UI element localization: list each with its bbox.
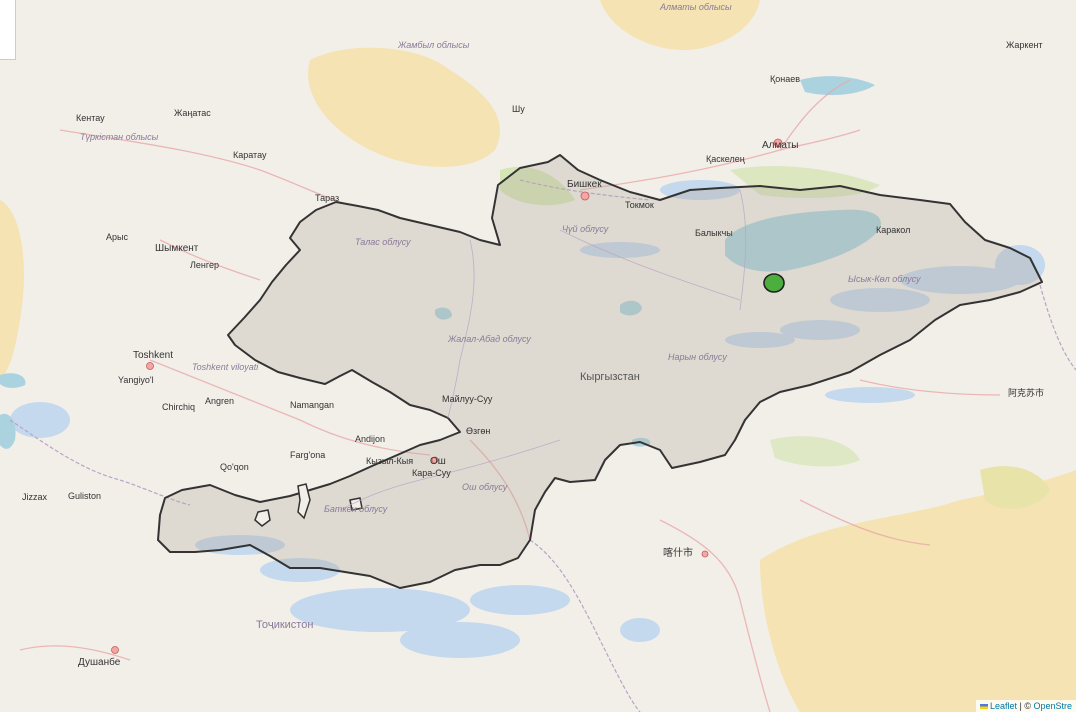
forest-area: [500, 166, 575, 206]
city-label: Шу: [512, 104, 525, 114]
desert-area: [760, 470, 1076, 712]
city-label: Каратау: [233, 150, 267, 160]
city-label: Кызыл-Кыя: [366, 456, 413, 466]
region-label: Нарын облусу: [668, 352, 727, 362]
location-marker[interactable]: [763, 273, 785, 293]
forest-area: [730, 165, 880, 198]
region-label: Жалал-Абад облусу: [447, 334, 531, 344]
city-dots: [111, 138, 783, 654]
city-label: Andijon: [355, 434, 385, 444]
lake-chardara: [0, 373, 26, 388]
osm-link[interactable]: OpenStre: [1033, 701, 1072, 711]
map-attribution: Leaflet | © OpenStre: [975, 700, 1076, 712]
country-borders: [9, 179, 1076, 712]
city-label: Toshkent: [133, 350, 173, 361]
desert-area: [600, 0, 760, 51]
city-label: Қонаев: [770, 74, 800, 84]
city-label: Шымкент: [155, 243, 199, 254]
desert-area: [0, 200, 24, 380]
city-label: Ош: [430, 456, 446, 467]
region-label: Чүй облусу: [562, 224, 609, 234]
lake-toktogul: [435, 307, 452, 320]
kyrgyzstan-boundary[interactable]: [157, 154, 1043, 589]
region-label: Toshkent viloyati: [192, 362, 259, 372]
city-label: Тараз: [315, 193, 339, 203]
city-label: Жаңатас: [174, 108, 211, 118]
city-label: Yangiyo'l: [118, 375, 154, 385]
lake-kapchagay: [800, 76, 875, 96]
city-label: Кара-Суу: [412, 468, 451, 478]
lake-son-kul: [620, 300, 642, 316]
city-label: Жаркент: [1006, 40, 1043, 50]
lake-issyk-kul: [725, 209, 881, 272]
city-label: Angren: [205, 396, 234, 406]
country-label: Кыргызстан: [580, 371, 640, 383]
desert-area: [980, 466, 1050, 509]
city-label: Ленгер: [190, 260, 219, 270]
city-label: Guliston: [68, 491, 101, 501]
city-label: Токмок: [625, 200, 654, 210]
enclaves: [254, 483, 363, 527]
reservoir-west: [0, 413, 16, 449]
forest-area: [770, 436, 860, 467]
attribution-separator: | ©: [1016, 701, 1034, 711]
city-label: Farg'ona: [290, 450, 325, 460]
region-borders: [339, 189, 747, 511]
city-label: Jizzax: [22, 492, 48, 502]
leaflet-link[interactable]: Leaflet: [989, 701, 1017, 711]
city-label: 阿克苏市: [1008, 387, 1044, 398]
ukraine-flag-icon: [979, 704, 988, 710]
region-label: Ош облусу: [462, 482, 508, 492]
roads: [19, 79, 1001, 712]
glacier-areas: [10, 180, 1045, 658]
city-label: Майлуу-Суу: [442, 394, 493, 404]
city-label: Арыс: [106, 232, 128, 242]
city-label: Балыкчы: [695, 228, 733, 238]
city-label: Бишкек: [567, 179, 602, 190]
city-label: Каракол: [876, 225, 910, 235]
region-label: Талас облусу: [355, 237, 411, 247]
city-label: Qo'qon: [220, 462, 249, 472]
city-label: Қаскелең: [706, 154, 745, 164]
country-label-tajikistan: Тоҷикистон: [256, 619, 313, 631]
city-label: Алматы: [762, 140, 799, 151]
city-label: Кентау: [76, 113, 105, 123]
city-label: Namangan: [290, 400, 334, 410]
city-label: Душанбе: [78, 656, 121, 668]
desert-area: [308, 47, 500, 167]
region-label: Түркістан облысы: [80, 132, 159, 142]
region-label: Ысык-Көл облусу: [848, 274, 921, 284]
region-label: Жамбыл облысы: [397, 40, 470, 50]
region-label: Баткен облусу: [324, 504, 388, 514]
city-label: Chirchiq: [162, 402, 195, 412]
city-label: 喀什市: [663, 546, 693, 559]
city-label: Өзгөн: [466, 426, 490, 436]
zoom-control[interactable]: [0, 0, 16, 60]
region-label: Алматы облысы: [659, 2, 732, 12]
